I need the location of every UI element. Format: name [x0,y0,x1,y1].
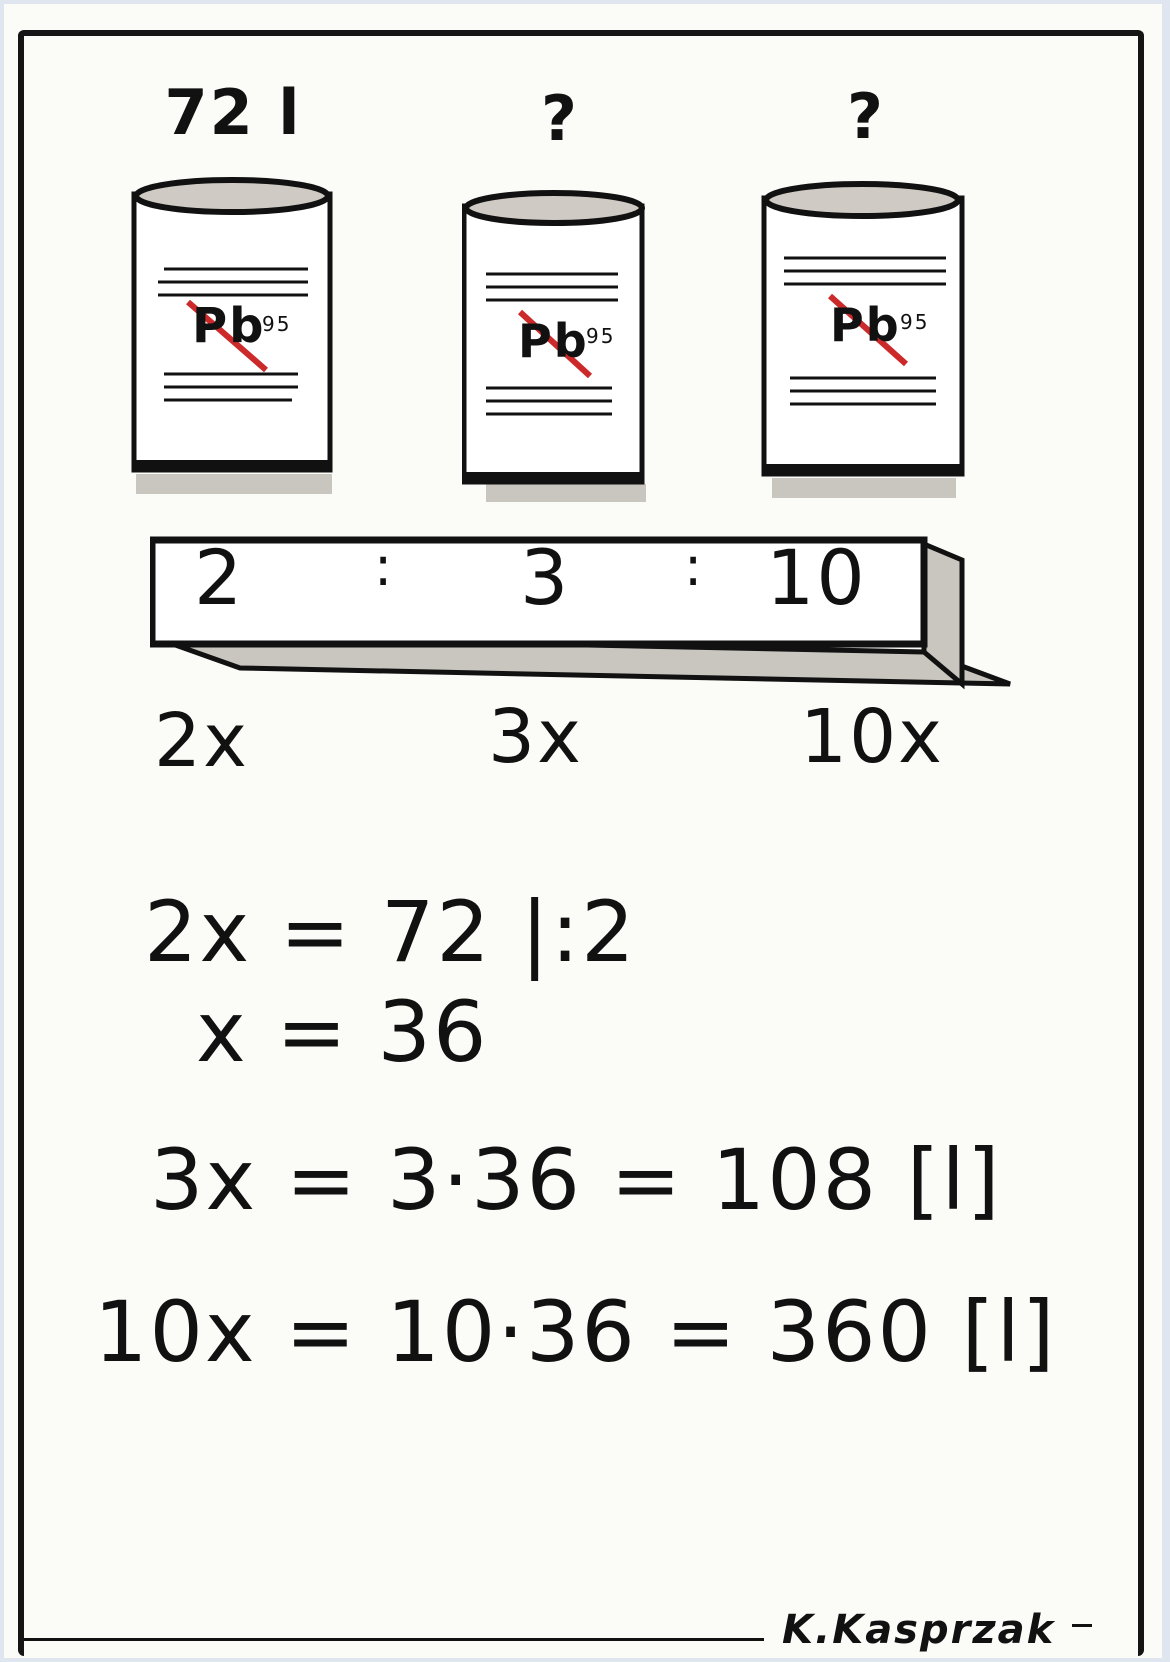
fuel-can-3: ? Pb 95 [760,86,972,508]
can-1-fuel-number: 95 [262,312,292,336]
multiple-label-3: 10x [800,694,944,780]
can-2-volume-label: ? [541,82,579,155]
fuel-can-1: 72 l Pb 95 [128,82,338,504]
ratio-separator-1: : [374,535,395,598]
hand-drawn-frame [18,30,1144,1656]
can-2-fuel-number: 95 [586,324,616,348]
ratio-separator-2: : [684,535,705,598]
signature-line [24,1638,764,1641]
can-3-fuel-number: 95 [900,310,930,334]
equation-1: 2x = 72 |:2 [144,883,637,981]
ratio-value-a: 2 [194,533,245,622]
fuel-can-2: ? Pb 95 [462,88,658,508]
signature-line-end [1072,1624,1092,1627]
equation-2: x = 36 [196,983,489,1081]
ratio-box: 2 : 3 : 10 [148,533,1020,708]
equation-4: 10x = 10·36 = 360 [l] [94,1283,1057,1381]
can-1-volume-label: 72 l [164,76,302,149]
can-3-fuel-symbol: Pb [830,298,901,352]
can-2-fuel-symbol: Pb [518,314,589,368]
can-1-fuel-symbol: Pb [192,298,266,354]
can-3-volume-label: ? [847,80,885,153]
multiple-label-2: 3x [488,694,583,780]
equation-3: 3x = 3·36 = 108 [l] [150,1131,1002,1229]
author-signature: K.Kasprzak [782,1607,1056,1653]
drawing-sheet: 72 l Pb 95 ? [4,4,1162,1658]
multiple-label-1: 2x [154,698,249,784]
ratio-value-b: 3 [520,533,571,622]
ratio-value-c: 10 [766,533,867,622]
